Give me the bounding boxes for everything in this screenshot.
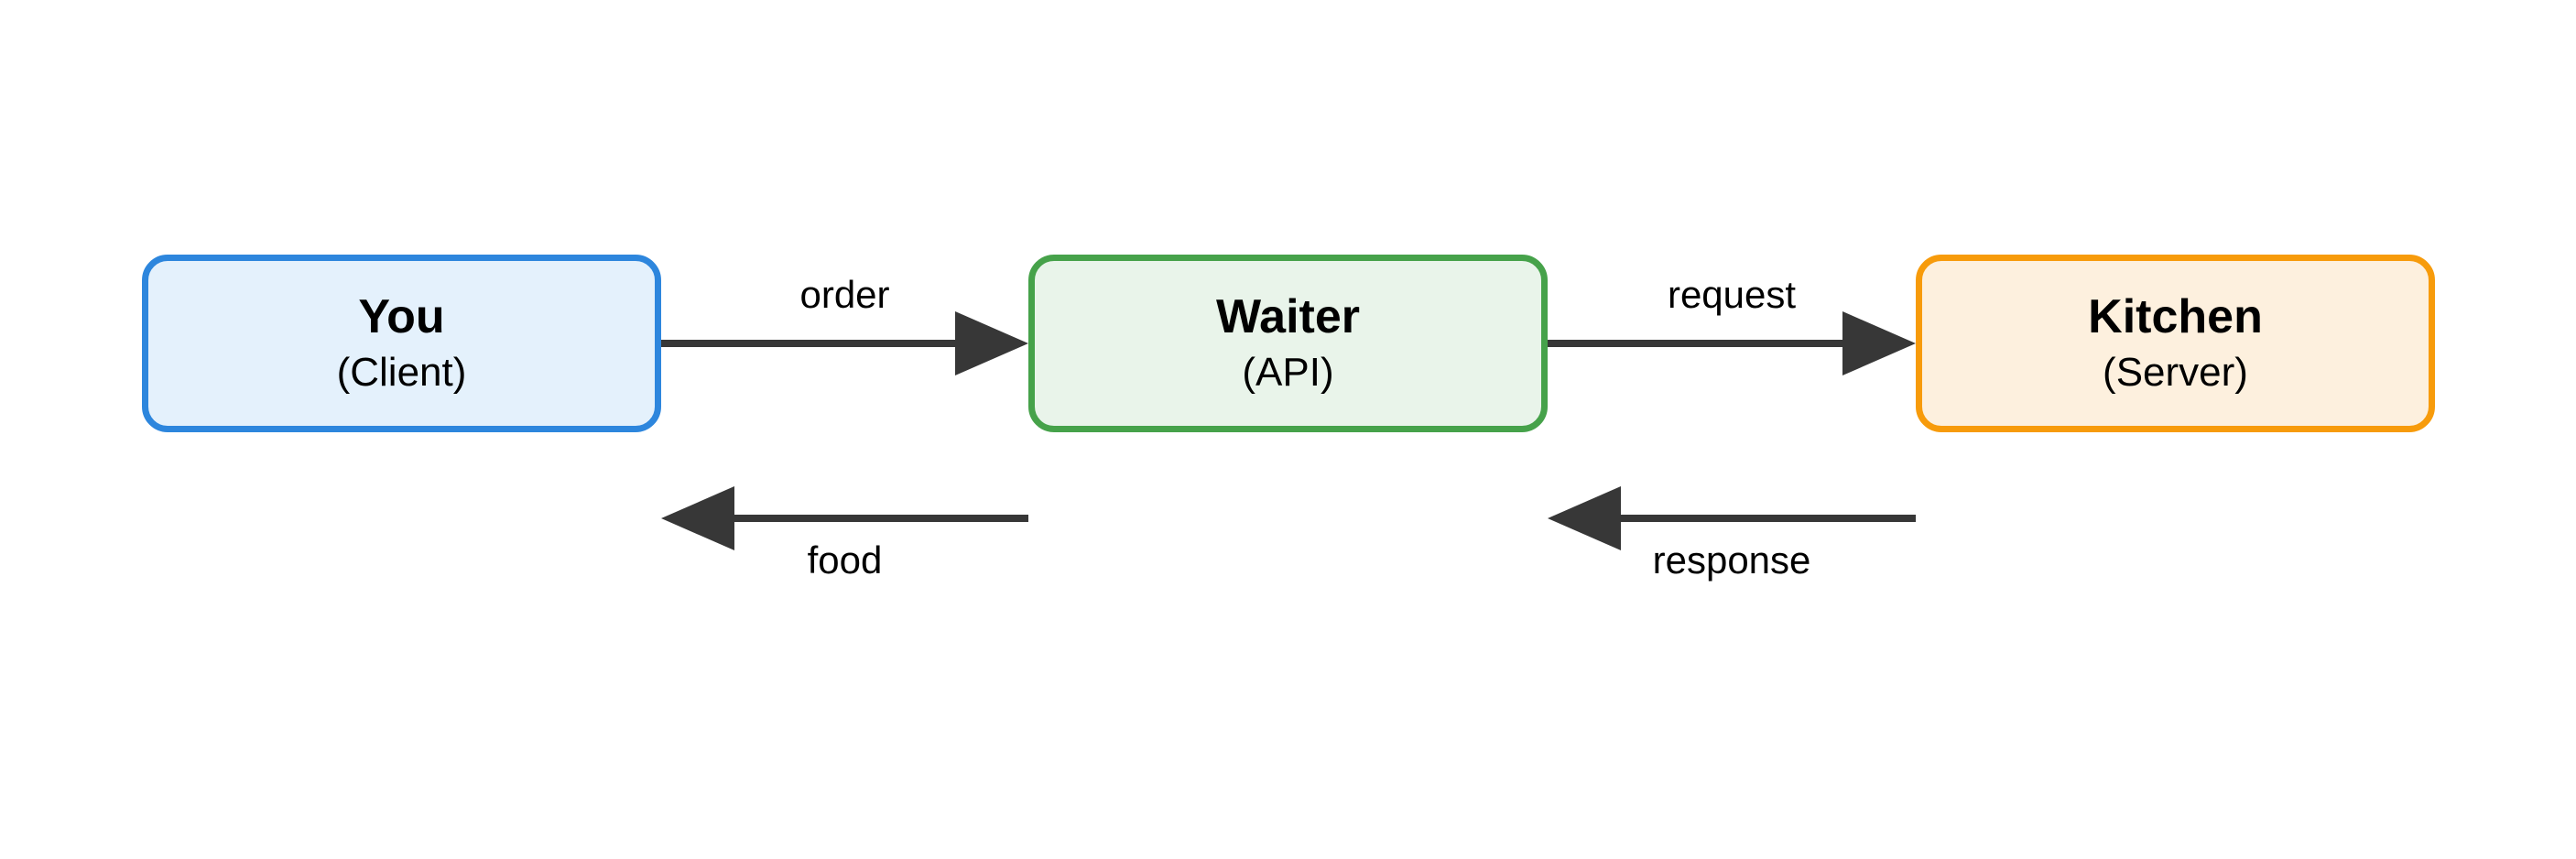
node-title: Waiter	[1216, 290, 1360, 344]
edge-line-food	[730, 515, 1028, 522]
edge-label-request: request	[1667, 273, 1797, 316]
arrowhead-left-icon	[661, 486, 734, 550]
arrowhead-right-icon	[1842, 311, 1916, 375]
node-you-client: You (Client)	[142, 255, 661, 432]
arrowhead-right-icon	[955, 311, 1028, 375]
edge-line-response	[1616, 515, 1916, 522]
node-subtitle: (API)	[1242, 350, 1334, 396]
edge-label-order: order	[799, 273, 890, 316]
edge-label-food: food	[807, 538, 883, 582]
edge-line-request	[1548, 340, 1847, 347]
node-waiter-api: Waiter (API)	[1028, 255, 1548, 432]
edge-line-order	[661, 340, 960, 347]
node-kitchen-server: Kitchen (Server)	[1916, 255, 2435, 432]
arrowhead-left-icon	[1548, 486, 1621, 550]
edge-label-response: response	[1652, 538, 1811, 582]
node-title: You	[358, 290, 445, 344]
node-subtitle: (Client)	[336, 350, 467, 396]
node-subtitle: (Server)	[2103, 350, 2248, 396]
node-title: Kitchen	[2088, 290, 2263, 344]
